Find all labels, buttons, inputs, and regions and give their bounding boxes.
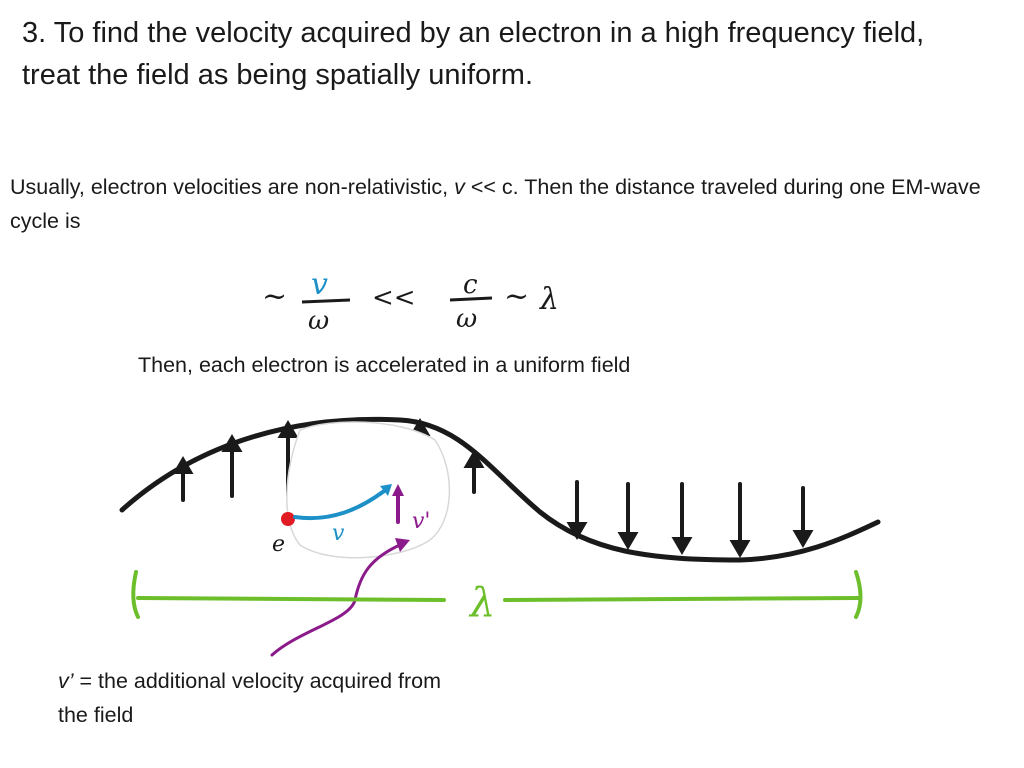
added-velocity-arrowhead [392, 484, 404, 496]
eq-fraction-bar-1 [301, 298, 351, 304]
handwritten-equation: ~ v ω << c ω ~ λ [262, 267, 559, 336]
intro-v-symbol: v [454, 175, 465, 199]
electron-dot [281, 512, 295, 526]
velocity-caption: v’ = the additional velocity acquired fr… [58, 664, 458, 732]
caption-pointer-arrowhead [395, 538, 410, 552]
velocity-label: v [332, 521, 345, 546]
eq-fraction-bar-2 [449, 296, 493, 302]
eq-tilde-right: ~ [504, 279, 529, 314]
velocity-arrow [293, 486, 390, 521]
eq-much-less: << [372, 283, 416, 313]
velocity-arrowhead [380, 484, 392, 496]
uniform-field-text: Then, each electron is accelerated in a … [138, 353, 631, 377]
intro-text-2: << c. Then the distance traveled during … [10, 175, 981, 233]
intro-paragraph: Usually, electron velocities are non-rel… [10, 170, 1010, 238]
wavelength-label: λ [468, 580, 495, 626]
caption-text: = the additional velocity acquired from … [58, 669, 442, 727]
electron-label: e [272, 532, 285, 557]
intro-text-1: Usually, electron velocities are non-rel… [10, 175, 455, 199]
eq-c-numerator: c [463, 270, 478, 300]
eq-omega-2: ω [456, 304, 477, 334]
eq-lambda: λ [539, 282, 559, 317]
erased-region [286, 421, 451, 559]
caption-v-prime: v’ [58, 669, 74, 693]
field-wave-curve [119, 416, 881, 563]
eq-v-numerator: v [311, 267, 328, 302]
eq-omega-1: ω [308, 306, 329, 336]
slide-title: 3. To find the velocity acquired by an e… [22, 17, 925, 91]
added-velocity-label: v' [412, 509, 430, 534]
wavelength-bracket [131, 570, 863, 619]
eq-tilde-left: ~ [262, 279, 287, 314]
